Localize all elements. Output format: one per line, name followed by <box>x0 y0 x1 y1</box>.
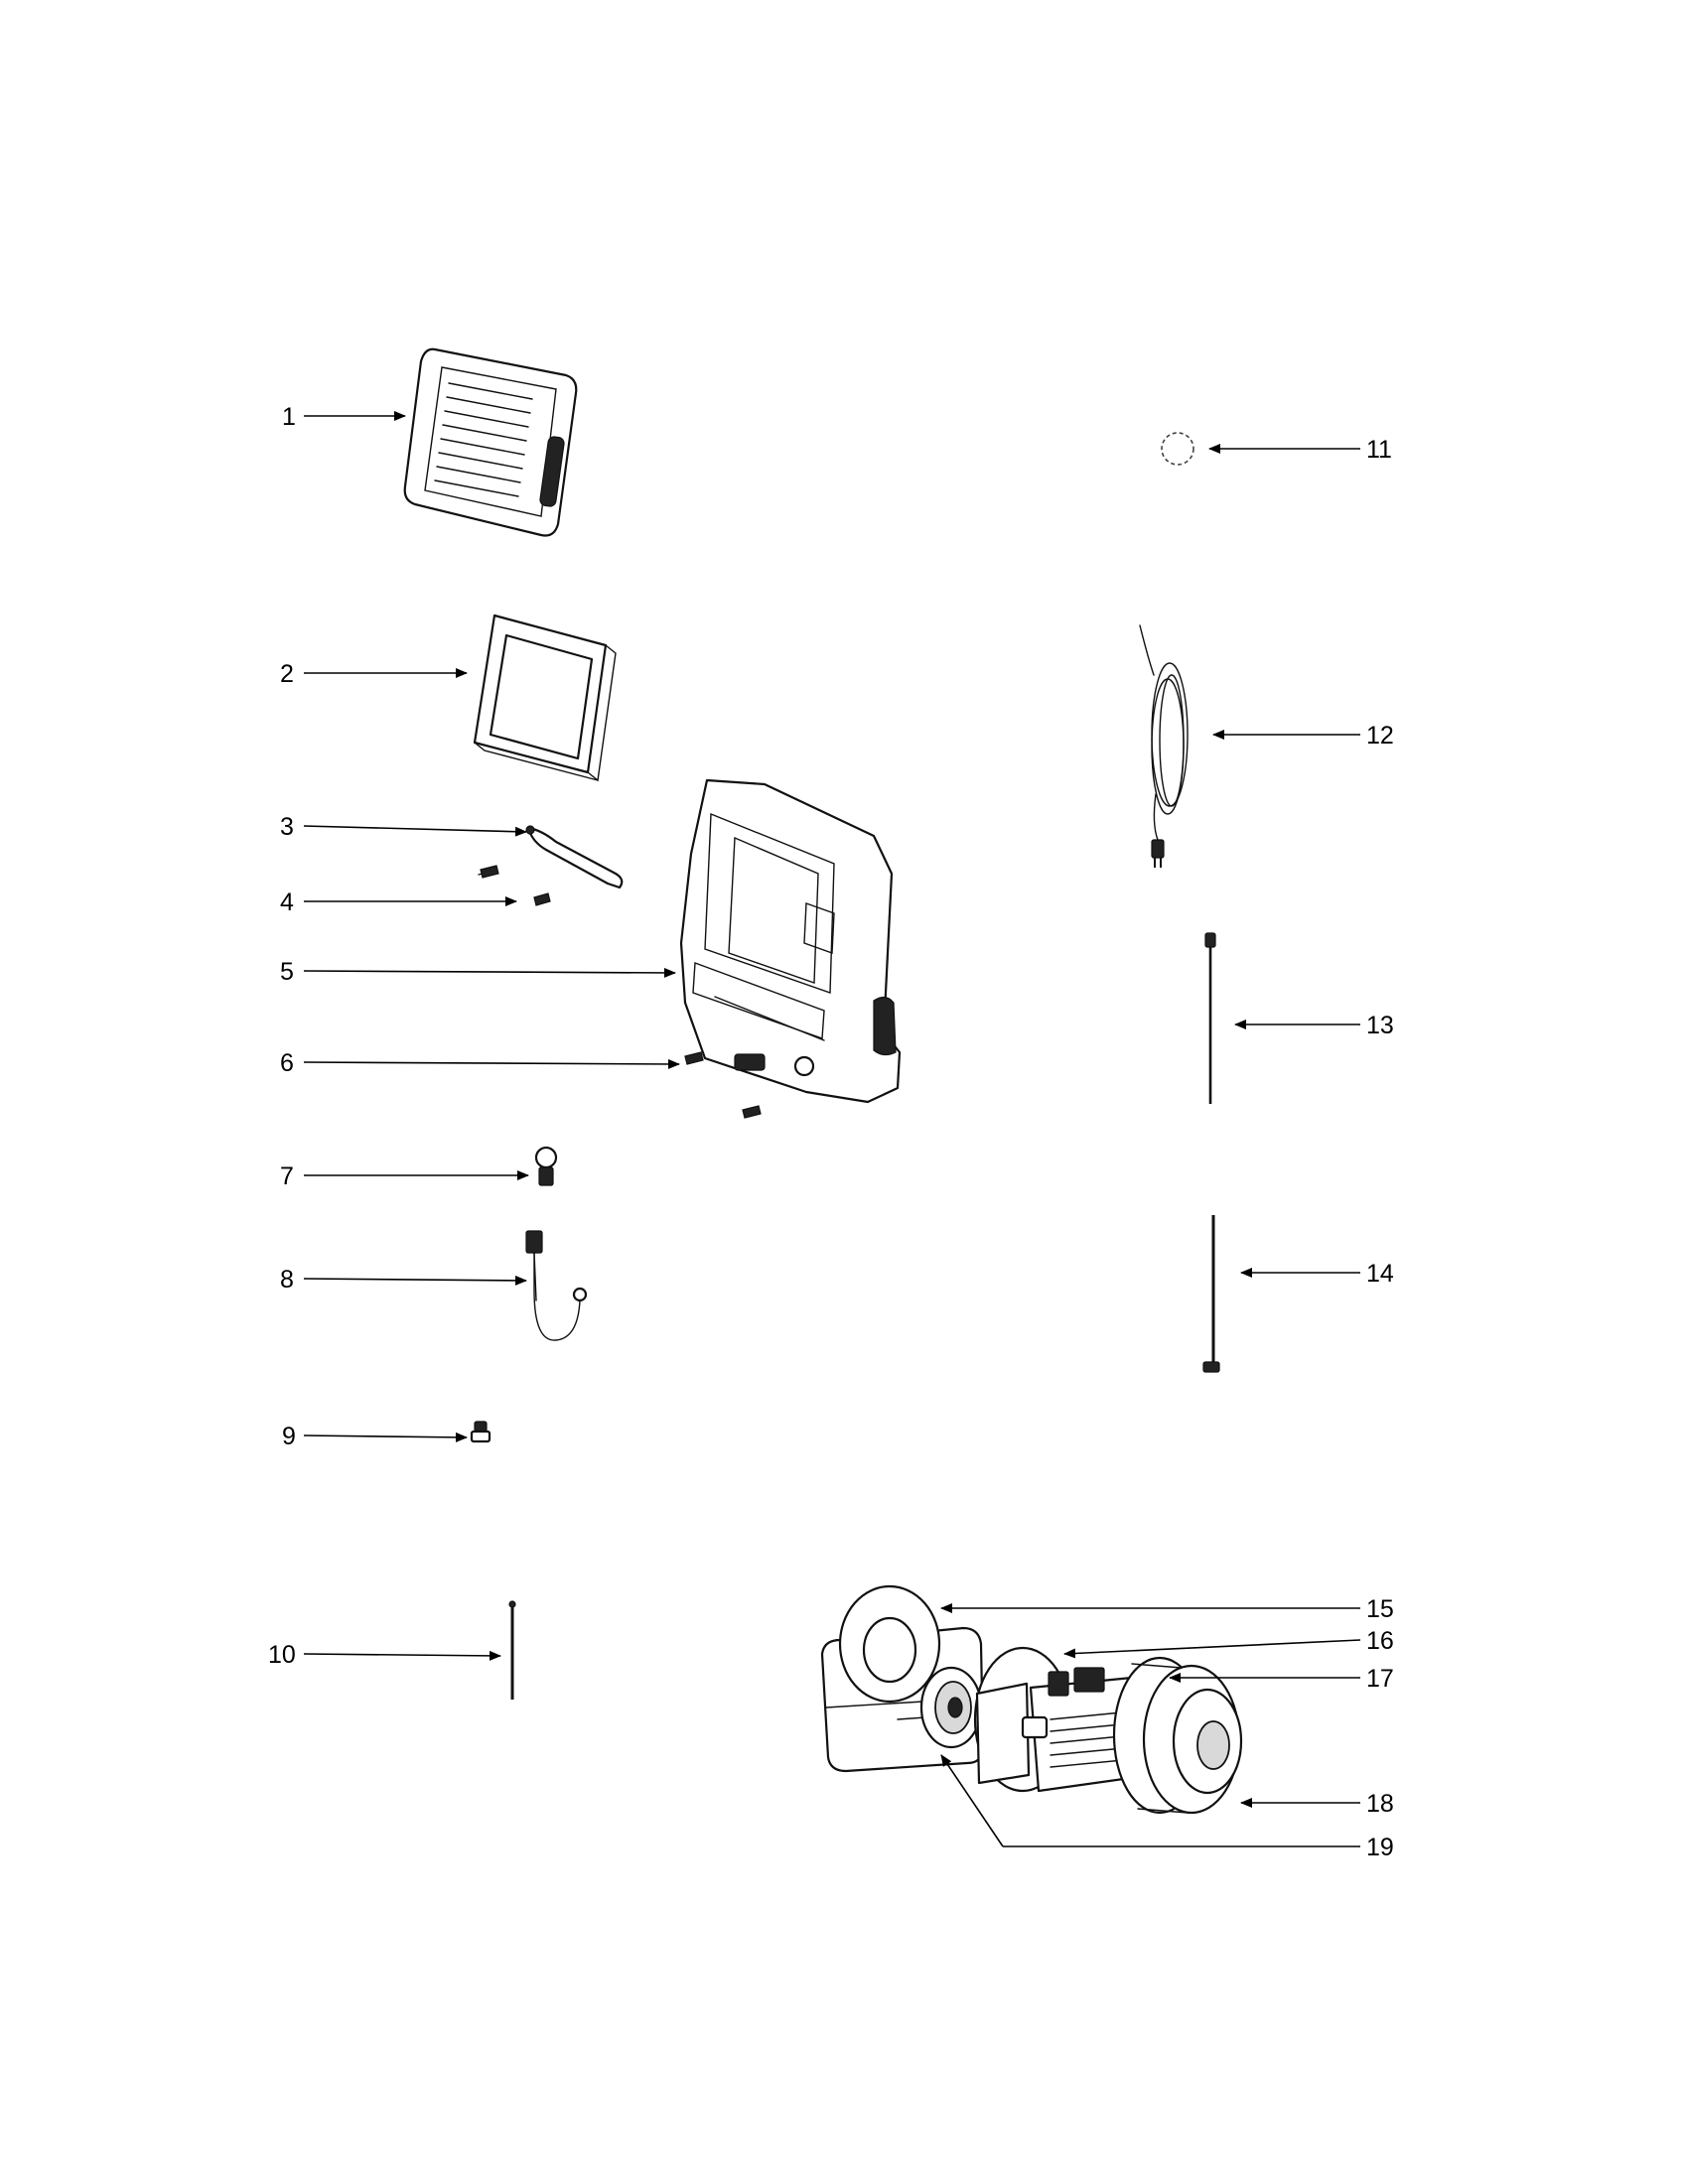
motor-assembly <box>820 1584 1243 1815</box>
callout-7: 7 <box>280 1162 294 1190</box>
part-5-housing <box>679 778 902 1104</box>
callout-19: 19 <box>1366 1834 1394 1861</box>
callout-4: 4 <box>280 888 294 916</box>
callout-9: 9 <box>282 1423 296 1450</box>
callout-11: 11 <box>1366 436 1392 464</box>
part-13-rod <box>1204 932 1216 1104</box>
callout-3: 3 <box>280 813 294 841</box>
callout-15: 15 <box>1366 1595 1394 1623</box>
callout-2: 2 <box>280 660 294 688</box>
leader-8 <box>303 1275 527 1286</box>
part-14-rod <box>1202 1215 1220 1373</box>
callout-10: 10 <box>268 1641 296 1669</box>
part-9-nut <box>470 1421 491 1443</box>
callout-16: 16 <box>1366 1627 1394 1655</box>
leader-6 <box>303 1058 680 1069</box>
leader-10 <box>303 1650 501 1661</box>
callout-1: 1 <box>282 403 296 431</box>
part-2-filter-frame <box>473 614 617 782</box>
part-1-exhaust-grill <box>403 347 578 537</box>
part-18-end-cap <box>1112 1656 1243 1815</box>
callout-17: 17 <box>1366 1665 1394 1693</box>
callout-5: 5 <box>280 958 294 986</box>
part-12-power-cord <box>1139 624 1189 868</box>
callout-numbers: 1 2 3 4 5 6 7 8 9 10 11 12 13 14 15 16 1… <box>268 403 1394 1861</box>
callout-leaders <box>303 411 1361 1847</box>
callout-12: 12 <box>1366 722 1394 750</box>
part-11-ring <box>1161 432 1194 466</box>
leader-16 <box>1063 1639 1361 1659</box>
callout-8: 8 <box>280 1266 294 1294</box>
part-19-fan <box>919 1666 983 1749</box>
part-7-bulb <box>534 1146 558 1186</box>
callout-6: 6 <box>280 1049 294 1077</box>
callout-18: 18 <box>1366 1790 1394 1818</box>
part-4-screws <box>478 865 551 906</box>
part-10-rod <box>508 1600 516 1700</box>
part-6-screws <box>684 1051 762 1119</box>
leader-3 <box>303 825 527 837</box>
leader-9 <box>303 1432 468 1442</box>
part-3-latch <box>525 825 624 889</box>
callout-13: 13 <box>1366 1012 1394 1039</box>
leader-19-diagonal <box>940 1754 1004 1847</box>
callout-14: 14 <box>1366 1260 1394 1288</box>
part-8-socket-wire <box>525 1230 588 1341</box>
leader-5 <box>303 967 676 978</box>
